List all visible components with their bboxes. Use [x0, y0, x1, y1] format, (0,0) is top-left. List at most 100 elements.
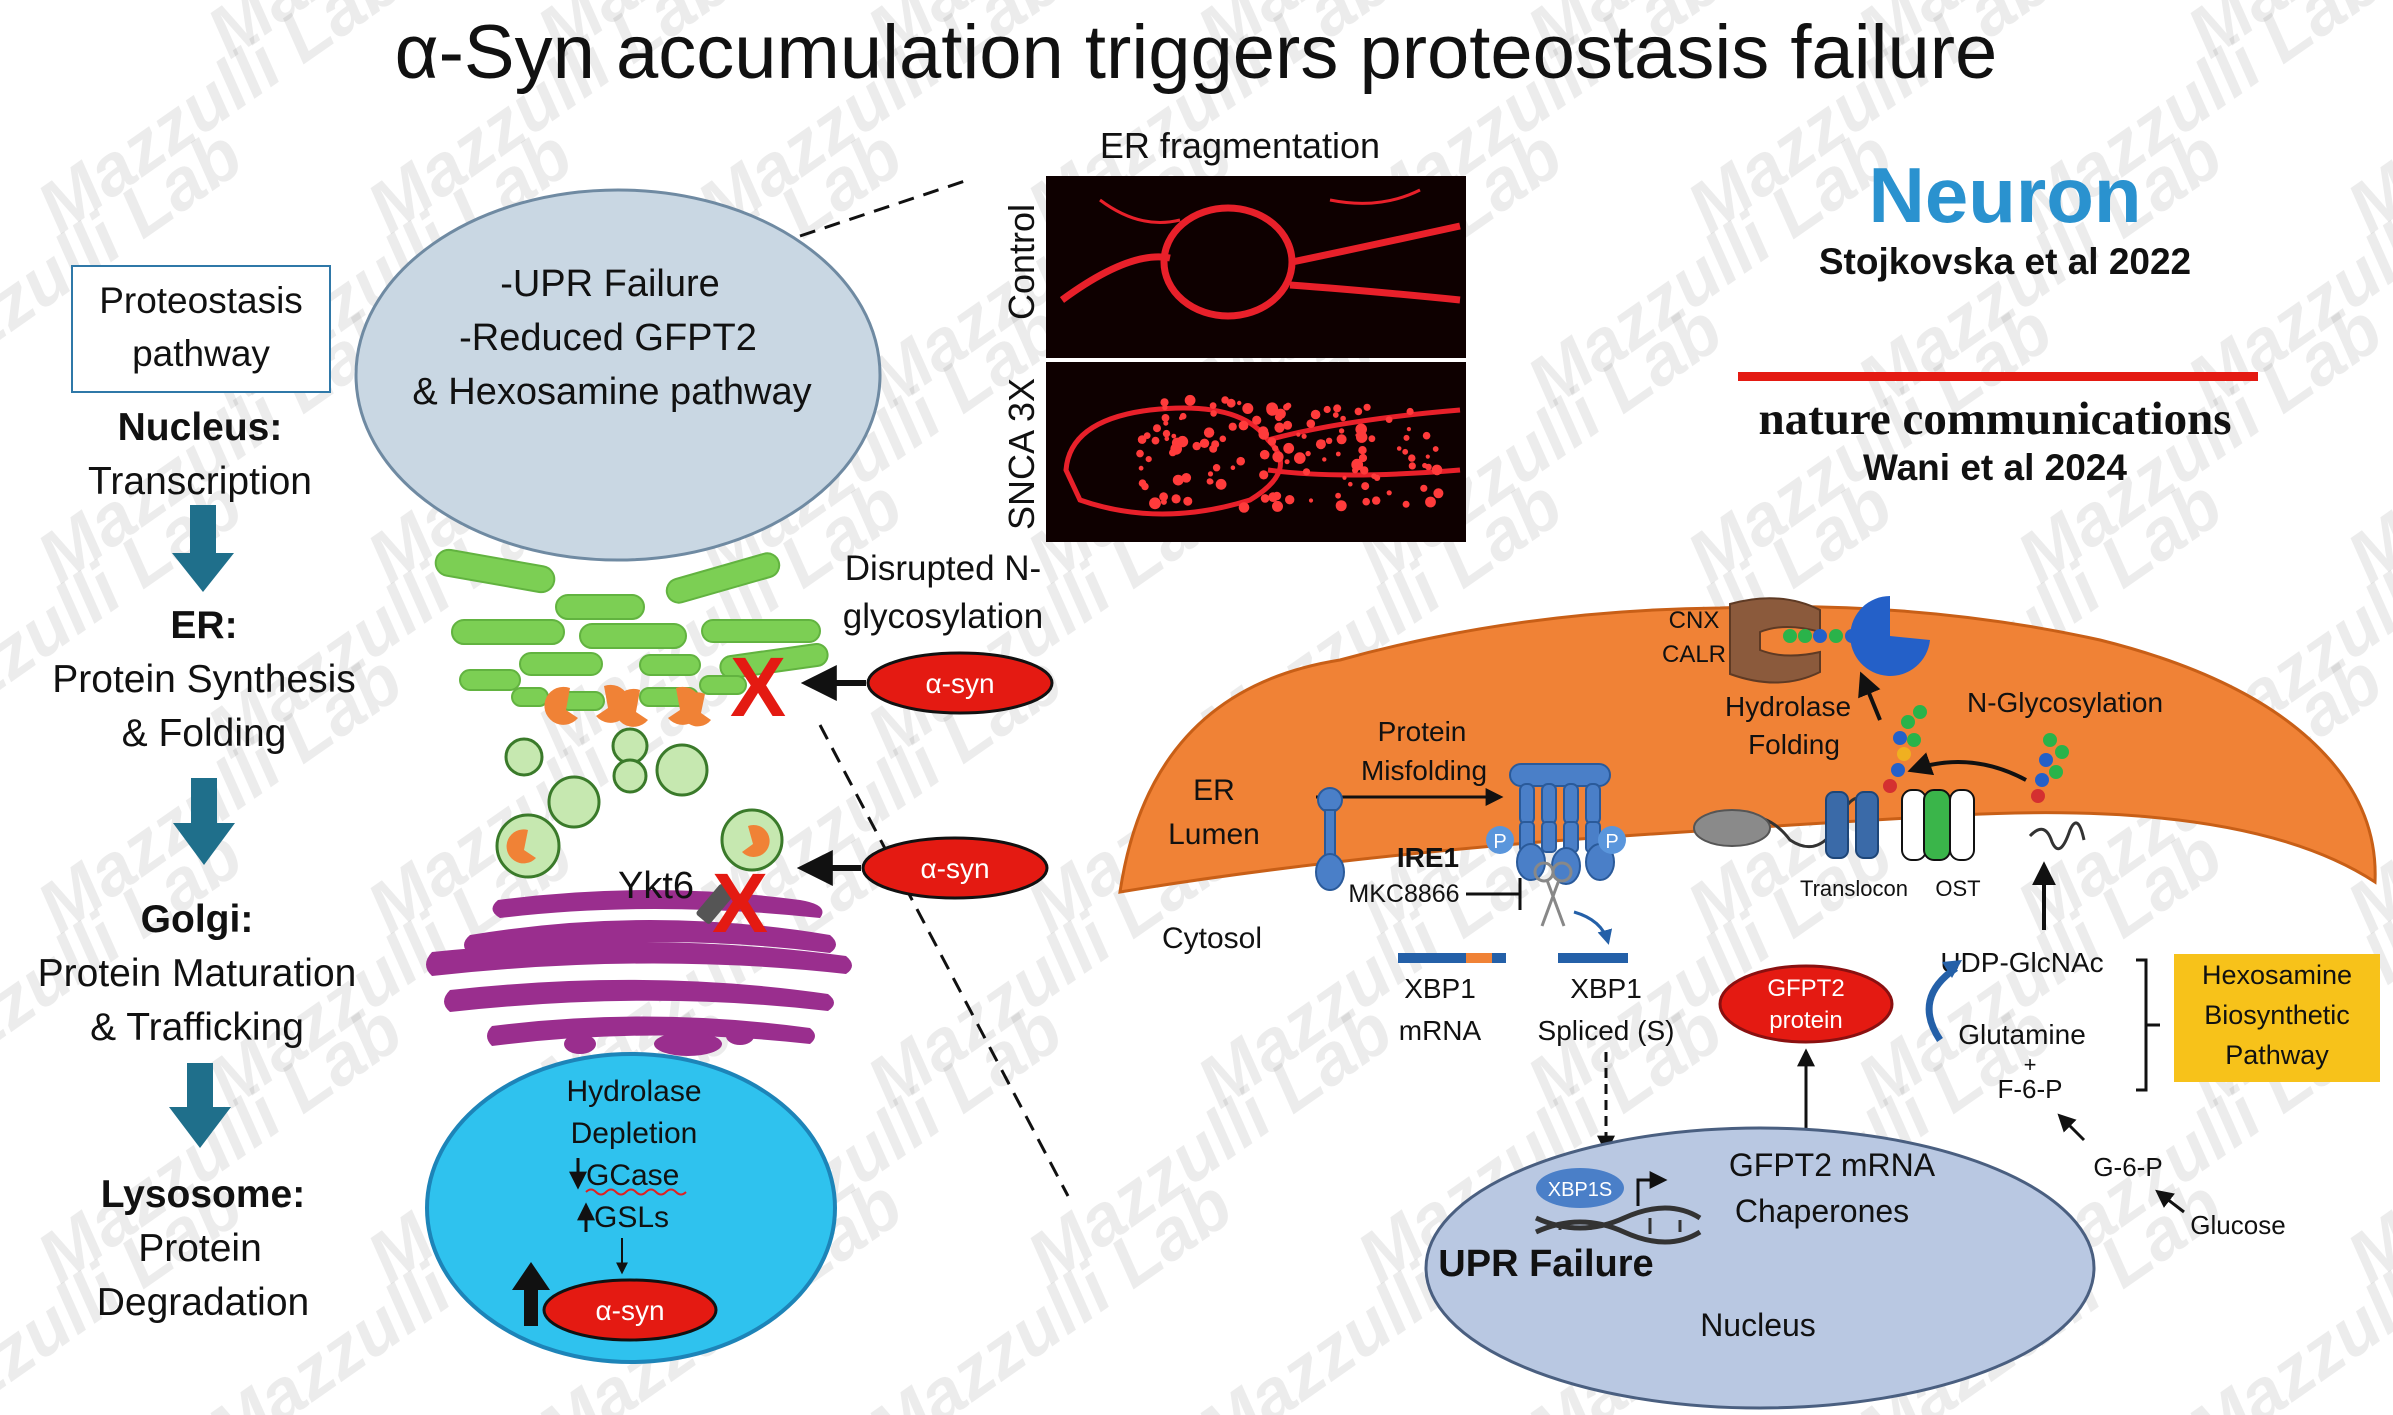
- lysosome-subtext-2: Degradation: [97, 1281, 309, 1324]
- dna-rungs: [1558, 1218, 1682, 1234]
- misfolding-label-2: Misfolding: [1361, 755, 1487, 786]
- golgi-subtext-2: & Trafficking: [90, 1006, 304, 1049]
- er-fragment-dot: [1138, 465, 1144, 471]
- gcase-label: GCase: [586, 1159, 679, 1192]
- splice-arrow: [1573, 910, 1613, 945]
- upr-diagram: ER Lumen Cytosol Protein Misfolding: [1118, 596, 2380, 1410]
- f6p-label: F-6-P: [1998, 1074, 2063, 1104]
- er-fragment-dot: [1308, 498, 1314, 503]
- er-fragment-dot: [1310, 409, 1321, 420]
- er-fragment-dot: [1325, 437, 1333, 444]
- er-fragment-dot: [1161, 414, 1170, 422]
- er-sheets: [434, 548, 829, 711]
- citation-1: Stojkovska et al 2022: [1819, 241, 2191, 282]
- er-fragment-dot: [1336, 434, 1347, 445]
- er-fragment-dot: [1406, 407, 1414, 416]
- down-arrow-icon: [169, 1063, 231, 1148]
- er-fragment-dot: [1238, 420, 1249, 431]
- arrow-icon: [2057, 1113, 2086, 1142]
- phospho-label: P: [1493, 831, 1506, 853]
- scissors-icon: [1533, 861, 1573, 927]
- er-fragment-dot: [1425, 496, 1436, 508]
- er-fragment-dot: [1301, 433, 1307, 439]
- er-fragment-dot: [1172, 474, 1184, 486]
- inhibitor-line: [1466, 878, 1522, 910]
- asyn-badge: [861, 836, 1049, 900]
- gfpt2-protein-label-2: protein: [1769, 1007, 1842, 1034]
- g6p-label: G-6-P: [2093, 1152, 2162, 1182]
- er-fragment-dot: [1335, 500, 1347, 512]
- gfpt2-protein-label-1: GFPT2: [1767, 975, 1844, 1002]
- calr-protein: [1850, 596, 1930, 676]
- box-label-line1: Proteostasis: [99, 280, 303, 321]
- er-fragment-dot: [1363, 403, 1371, 411]
- phospho-label: P: [1605, 831, 1618, 853]
- er-fragment-dot: [1403, 434, 1410, 441]
- upr-failure-label: UPR Failure: [1438, 1243, 1653, 1285]
- nucleus-heading: Nucleus:: [118, 406, 283, 449]
- er-fragment-dot: [1159, 492, 1168, 502]
- er-fragment-dot: [1207, 471, 1214, 477]
- er-fragment-dot: [1226, 398, 1236, 408]
- ykt6-protein: [696, 884, 734, 924]
- arrow-icon: [1907, 752, 2027, 782]
- er-fragment-dot: [1160, 398, 1169, 407]
- glycoprotein-chain: [2028, 821, 2086, 851]
- er-fragment-dot: [1136, 449, 1144, 458]
- er-fragment-dot: [1181, 473, 1192, 483]
- er-fragment-dot: [1210, 410, 1217, 417]
- er-fragment-dot: [1402, 500, 1410, 508]
- calr-label: CALR: [1662, 641, 1726, 668]
- er-fragment-dot: [1425, 454, 1430, 459]
- er-fragment-dot: [1162, 429, 1171, 438]
- er-fragment-dot: [1171, 494, 1181, 504]
- er-fragment-dot: [1320, 440, 1326, 445]
- er-fragment-dot: [1348, 481, 1353, 487]
- ire1-label: IRE1: [1397, 842, 1459, 873]
- glycan-tree-1: [1883, 705, 1927, 793]
- down-arrow-icon: [173, 778, 235, 865]
- er-fragment-dot: [1272, 445, 1279, 452]
- cell-schematic: -UPR Failure -Reduced GFPT2 & Hexosamine…: [354, 178, 1070, 1364]
- nglyco-label: N-Glycosylation: [1967, 687, 2163, 718]
- ost-label: OST: [1935, 876, 1980, 901]
- up-arrow-icon: [512, 1262, 550, 1326]
- ost-icon: [1901, 789, 1975, 861]
- proteostasis-box: [71, 265, 331, 393]
- plus-label: +: [2024, 1052, 2037, 1077]
- gsls-label: GSLs: [594, 1201, 669, 1234]
- golgi-subtext-1: Protein Maturation: [38, 952, 357, 995]
- gfpt2-protein: [1718, 964, 1894, 1044]
- er-fragment-dot: [1242, 403, 1254, 414]
- er-fragment-dot: [1160, 498, 1167, 505]
- er-fragment-dot: [1402, 448, 1409, 455]
- ire1-monomer: [1315, 787, 1345, 891]
- er-lumen-label-1: ER: [1193, 774, 1235, 807]
- arrow-icon: [2155, 1189, 2185, 1214]
- translocon-icon: [1825, 791, 1879, 859]
- vesicle-cargo: [506, 829, 536, 864]
- er-fragment-dot: [1358, 446, 1367, 455]
- nucleus-subtext: Transcription: [88, 460, 312, 503]
- er-fragment-dot: [1268, 492, 1279, 502]
- er-fragment-dot: [1433, 488, 1444, 499]
- asyn-badge: [866, 651, 1054, 715]
- er-fragment-dot: [1305, 450, 1311, 457]
- er-fragment-dot: [1211, 440, 1220, 449]
- udp-glcnac-label: UDP-GlcNAc: [1940, 947, 2103, 978]
- watermark-text: Mazzulli Lab: [853, 1164, 1246, 1415]
- er-fragment-dot: [1371, 473, 1377, 480]
- page-title: α-Syn accumulation triggers proteostasis…: [395, 10, 1998, 95]
- nucleus-label: Nucleus: [1700, 1307, 1816, 1343]
- er-fragment-dot: [1274, 413, 1283, 422]
- asyn-badge: [542, 1278, 718, 1342]
- journal-nature-comms: nature communications: [1758, 393, 2231, 445]
- er-fragment-dot: [1335, 492, 1341, 499]
- er-fragment-dot: [1406, 427, 1411, 432]
- golgi-apparatus: [426, 890, 852, 1056]
- translocon-label: Translocon: [1800, 876, 1908, 901]
- zoom-line-bottom: [818, 724, 1070, 1197]
- arrow-icon: [1858, 671, 1882, 721]
- disrupted-text-1: Disrupted N-: [845, 549, 1041, 588]
